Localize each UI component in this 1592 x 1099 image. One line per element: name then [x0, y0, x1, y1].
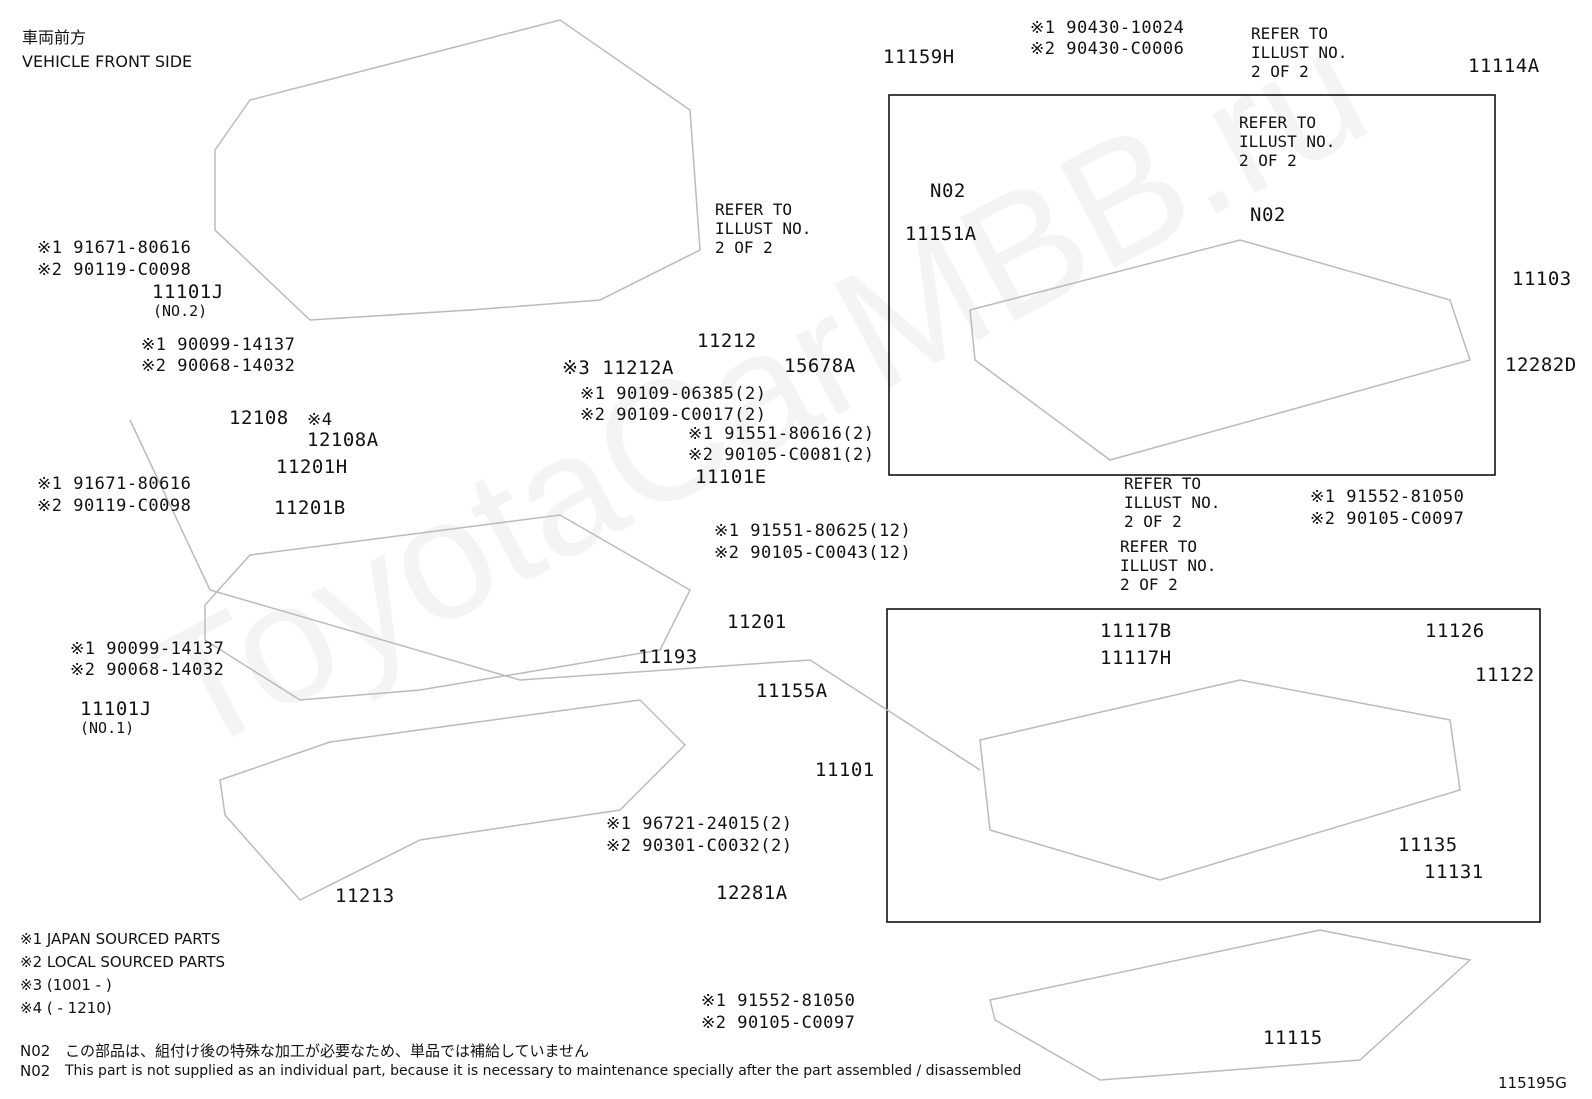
label-90430-1: ※1 90430-10024: [1030, 18, 1185, 38]
label-11131: 11131: [1424, 861, 1484, 883]
label-11122: 11122: [1475, 664, 1535, 686]
label-12281A: 12281A: [716, 882, 788, 904]
label-11213: 11213: [335, 885, 395, 907]
figure-id: 115195G: [1498, 1074, 1567, 1092]
label-96721-1: ※1 96721-24015(2): [606, 814, 793, 834]
front-en: VEHICLE FRONT SIDE: [22, 52, 193, 71]
cylinder-head-cover: [204, 514, 691, 701]
label-91551b-2: ※2 90105-C0043(12): [714, 543, 912, 563]
note-4-date-range: ※4 ( - 1210): [20, 999, 112, 1017]
engine-cover: [214, 19, 701, 321]
note-n02-en: This part is not supplied as an individu…: [65, 1063, 1022, 1079]
label-no2: (NO.2): [153, 302, 208, 320]
note-n02-en-key: N02: [20, 1062, 51, 1080]
label-n02-b: N02: [1250, 204, 1286, 226]
label-11193: 11193: [638, 646, 698, 668]
label-91551b-1: ※1 91551-80625(12): [714, 521, 912, 541]
label-91552a-1: ※1 91552-81050: [1310, 487, 1465, 507]
note-n02-jp-key: N02: [20, 1042, 51, 1060]
label-11101: 11101: [815, 759, 875, 781]
label-91552b-2: ※2 90105-C0097: [701, 1013, 856, 1033]
label-96721-2: ※2 90301-C0032(2): [606, 836, 793, 856]
label-11155A: 11155A: [756, 680, 828, 702]
label-11101J-no1: 11101J: [80, 698, 152, 720]
label-vvt2-ring-1: ※1 90099-14137: [141, 335, 296, 355]
refer-note-left: REFER TO ILLUST NO. 2 OF 2: [715, 200, 812, 257]
label-90109-2: ※2 90109-C0017(2): [580, 405, 767, 425]
head-gasket: [989, 929, 1472, 1081]
refer-note-mid: REFER TO ILLUST NO. 2 OF 2: [1239, 113, 1336, 170]
label-11159H: 11159H: [883, 46, 955, 68]
label-12108: 12108: [229, 407, 289, 429]
camshaft-housing-frame: [888, 94, 1496, 476]
label-no1: (NO.1): [80, 719, 135, 737]
label-91552a-2: ※2 90105-C0097: [1310, 509, 1465, 529]
label-vvt1-ring-1: ※1 90099-14137: [70, 639, 225, 659]
label-vvt2-ring-2: ※2 90068-14032: [141, 356, 296, 376]
label-vvt2-bolt-1: ※1 91671-80616: [37, 238, 192, 258]
label-vvt1-bolt-1: ※1 91671-80616: [37, 474, 192, 494]
label-note4-mark: ※4: [307, 410, 333, 430]
label-12108A: 12108A: [307, 429, 379, 451]
label-11101J-no2: 11101J: [152, 281, 224, 303]
cylinder-head: [979, 679, 1461, 881]
label-90430-2: ※2 90430-C0006: [1030, 39, 1185, 59]
note-local-sourced: ※2 LOCAL SOURCED PARTS: [20, 953, 225, 971]
label-11117B: 11117B: [1100, 620, 1172, 642]
front-jp: 車両前方: [22, 28, 87, 47]
label-12282D: 12282D: [1505, 354, 1577, 376]
label-11201B: 11201B: [274, 497, 346, 519]
label-91551a-1: ※1 91551-80616(2): [688, 424, 875, 444]
label-15678A: 15678A: [784, 355, 856, 377]
label-11101E: 11101E: [695, 466, 767, 488]
leader-lines: [129, 419, 981, 771]
label-11151A: 11151A: [905, 223, 977, 245]
label-11201H: 11201H: [276, 456, 348, 478]
label-11135: 11135: [1398, 834, 1458, 856]
label-11212: 11212: [697, 330, 757, 352]
cylinder-head-frame: [886, 608, 1541, 923]
note-n02-jp: この部品は、組付け後の特殊な加工が必要なため、単品では補給していません: [65, 1042, 590, 1060]
refer-note-r2: REFER TO ILLUST NO. 2 OF 2: [1120, 537, 1217, 594]
label-n02-a: N02: [930, 180, 966, 202]
refer-note-top: REFER TO ILLUST NO. 2 OF 2: [1251, 24, 1348, 81]
label-11103: 11103: [1512, 268, 1572, 290]
label-11115: 11115: [1263, 1027, 1323, 1049]
label-vvt2-bolt-2: ※2 90119-C0098: [37, 260, 192, 280]
label-vvt1-bolt-2: ※2 90119-C0098: [37, 496, 192, 516]
label-11126: 11126: [1425, 620, 1485, 642]
label-11212A: ※3 11212A: [562, 357, 674, 379]
label-vvt1-ring-2: ※2 90068-14032: [70, 660, 225, 680]
camshaft-housing: [969, 239, 1471, 461]
label-90109-1: ※1 90109-06385(2): [580, 384, 767, 404]
refer-note-r1: REFER TO ILLUST NO. 2 OF 2: [1124, 474, 1221, 531]
note-japan-sourced: ※1 JAPAN SOURCED PARTS: [20, 930, 221, 948]
head-cover-gasket: [219, 699, 687, 901]
note-3-date-range: ※3 (1001 - ): [20, 976, 112, 994]
label-11117H: 11117H: [1100, 647, 1172, 669]
label-91551a-2: ※2 90105-C0081(2): [688, 445, 875, 465]
label-91552b-1: ※1 91552-81050: [701, 991, 856, 1011]
label-11201: 11201: [727, 611, 787, 633]
label-11114A: 11114A: [1468, 55, 1540, 77]
